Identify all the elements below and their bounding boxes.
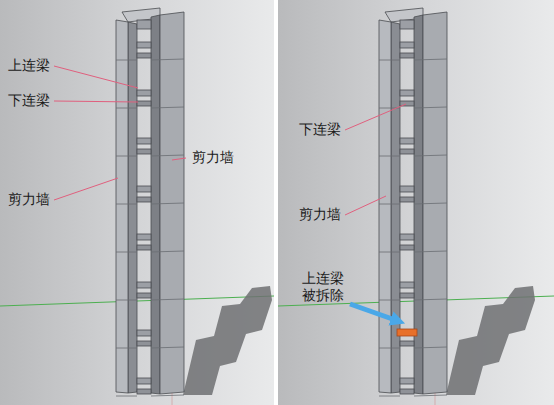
tower-shadow xyxy=(183,286,272,395)
floor-joint xyxy=(151,299,184,300)
shear-wall xyxy=(116,20,128,393)
upper-coupling-beam xyxy=(400,234,414,240)
lower-coupling-beam xyxy=(400,197,414,202)
coupling-beam xyxy=(137,20,151,29)
floor-joint xyxy=(151,203,184,204)
lower-coupling-beam xyxy=(137,293,151,298)
part-label: 剪力墙 xyxy=(6,191,52,208)
floor-joint xyxy=(116,300,137,301)
lower-coupling-beam xyxy=(137,197,151,202)
leader-line xyxy=(345,104,406,130)
part-label: 剪力墙 xyxy=(190,149,236,166)
lower-coupling-beam xyxy=(137,149,151,154)
shear-wall xyxy=(379,20,391,393)
upper-coupling-beam xyxy=(400,138,414,144)
part-label: 下连梁 xyxy=(297,121,343,138)
lower-coupling-beam xyxy=(137,389,151,394)
floor-joint xyxy=(116,60,137,61)
floor-joint xyxy=(116,108,137,109)
shear-wall xyxy=(414,15,423,394)
floor-joint xyxy=(116,204,137,205)
floor-joint xyxy=(151,347,184,348)
leader-line xyxy=(345,196,386,215)
removed-beam xyxy=(397,329,417,336)
background-panel xyxy=(278,0,554,405)
upper-coupling-beam xyxy=(400,282,414,288)
upper-coupling-beam xyxy=(137,186,151,192)
floor-joint xyxy=(414,251,447,252)
part-label: 上连梁 xyxy=(6,57,52,74)
part-label: 剪力墙 xyxy=(297,206,343,223)
upper-coupling-beam xyxy=(137,282,151,288)
floor-joint xyxy=(151,395,184,396)
floor-joint xyxy=(414,155,447,156)
upper-coupling-beam xyxy=(137,90,151,96)
floor-joint xyxy=(414,59,447,60)
floor-joint xyxy=(414,107,447,108)
upper-coupling-beam xyxy=(137,234,151,240)
lower-coupling-beam xyxy=(137,101,151,106)
leader-line xyxy=(54,178,118,200)
upper-coupling-beam xyxy=(400,378,414,384)
lower-coupling-beam xyxy=(400,245,414,250)
upper-coupling-beam xyxy=(137,330,151,336)
upper-coupling-beam xyxy=(137,138,151,144)
upper-coupling-beam xyxy=(137,378,151,384)
part-label: 下连梁 xyxy=(6,92,52,109)
leader-line xyxy=(172,158,186,160)
shear-wall xyxy=(391,22,400,393)
floor-joint xyxy=(379,348,400,349)
floor-joint xyxy=(379,156,400,157)
leader-line xyxy=(54,66,138,88)
upper-coupling-beam xyxy=(400,90,414,96)
leader-line xyxy=(54,101,138,102)
floor-joint xyxy=(379,252,400,253)
floor-joint xyxy=(379,60,400,61)
floor-joint xyxy=(151,155,184,156)
lower-coupling-beam xyxy=(400,341,414,346)
lower-coupling-beam xyxy=(400,149,414,154)
lower-coupling-beam xyxy=(400,53,414,58)
lower-coupling-beam xyxy=(137,245,151,250)
floor-joint xyxy=(414,395,447,396)
floor-joint xyxy=(116,156,137,157)
lower-coupling-beam xyxy=(400,389,414,394)
floor-joint xyxy=(414,299,447,300)
floor-joint xyxy=(379,204,400,205)
shear-wall xyxy=(128,22,137,393)
coupling-beam xyxy=(400,20,414,29)
floor-joint xyxy=(151,107,184,108)
lower-coupling-beam xyxy=(400,293,414,298)
floor-joint xyxy=(116,396,137,397)
lower-coupling-beam xyxy=(137,53,151,58)
upper-coupling-beam xyxy=(400,186,414,192)
shear-wall xyxy=(151,15,160,394)
background-panel xyxy=(0,0,274,405)
floor-joint xyxy=(151,59,184,60)
upper-coupling-beam xyxy=(137,42,151,48)
floor-joint xyxy=(414,203,447,204)
part-label: 上连梁 被拆除 xyxy=(298,270,348,304)
panel-gap xyxy=(274,0,278,405)
floor-joint xyxy=(414,347,447,348)
floor-joint xyxy=(379,300,400,301)
callout-arrow xyxy=(350,304,398,321)
tower-shadow xyxy=(446,286,535,395)
floor-joint xyxy=(151,251,184,252)
floor-joint xyxy=(116,252,137,253)
floor-joint xyxy=(116,348,137,349)
upper-coupling-beam xyxy=(400,42,414,48)
lower-coupling-beam xyxy=(137,341,151,346)
floor-joint xyxy=(379,396,400,397)
